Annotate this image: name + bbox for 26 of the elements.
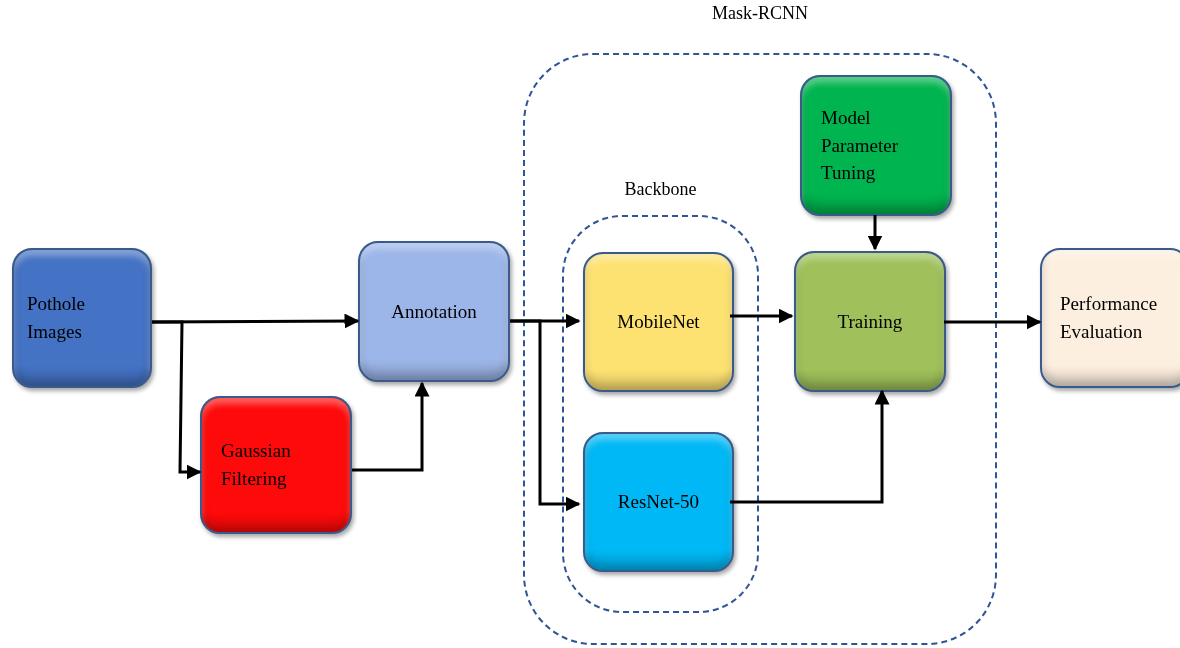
box-label: Pothole Images (26, 292, 87, 344)
process-box (358, 241, 510, 382)
arrow (352, 381, 430, 472)
box-label: Training (836, 309, 904, 334)
group-heading: Mask-RCNN (711, 3, 809, 24)
process-box (800, 75, 952, 216)
arrow (730, 308, 794, 324)
box-label: ResNet-50 (616, 490, 701, 515)
arrow (867, 215, 883, 251)
process-box (794, 251, 946, 392)
arrow (152, 320, 202, 480)
process-box (12, 248, 152, 388)
arrow (944, 314, 1042, 330)
process-box (200, 396, 352, 534)
box-label: Gaussian Filtering (220, 439, 292, 491)
arrow (152, 313, 360, 329)
process-box (583, 252, 734, 392)
process-box (1040, 248, 1180, 388)
box-label: Performance Evaluation (1059, 292, 1159, 344)
box-label: Model Parameter Tuning (820, 106, 899, 186)
box-label: Annotation (390, 299, 478, 324)
arrow (730, 389, 890, 504)
process-box (583, 432, 734, 572)
box-label: MobileNet (616, 310, 701, 335)
group-heading: Backbone (623, 179, 698, 200)
arrow (510, 319, 581, 512)
